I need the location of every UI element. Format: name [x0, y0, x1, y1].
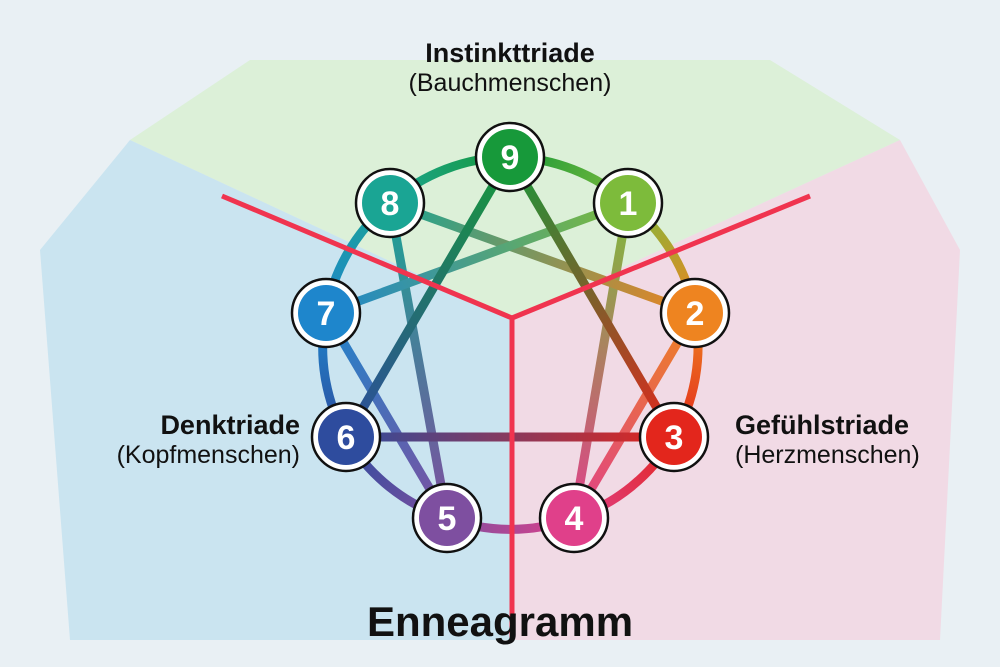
node-2: 2: [659, 277, 731, 349]
node-label: 1: [619, 185, 638, 223]
node-7: 7: [290, 277, 362, 349]
triad-subtitle: (Herzmenschen): [735, 441, 920, 470]
node-1: 1: [592, 167, 664, 239]
node-label: 6: [337, 419, 356, 457]
triad-label-feeling: Gefühlstriade (Herzmenschen): [735, 410, 975, 470]
node-label: 4: [565, 500, 584, 538]
node-3: 3: [638, 401, 710, 473]
divider-left: [221, 193, 513, 321]
divider-right: [511, 193, 811, 321]
connection-6-9: [341, 152, 515, 442]
node-6: 6: [310, 401, 382, 473]
wedge-thinking: [40, 140, 512, 640]
node-label: 2: [686, 295, 705, 333]
connection-2-8: [385, 198, 700, 318]
triad-label-thinking: Denktriade (Kopfmenschen): [60, 410, 300, 470]
connection-4-2: [569, 308, 700, 523]
triad-subtitle: (Kopfmenschen): [116, 441, 300, 470]
node-label: 9: [501, 139, 520, 177]
connection-7-1: [321, 198, 633, 318]
node-label: 7: [317, 295, 336, 333]
connection-5-7: [321, 308, 452, 523]
wedge-feeling: [512, 140, 960, 640]
node-label: 5: [438, 500, 457, 538]
connection-9-3: [505, 152, 679, 442]
triad-name: Instinkttriade: [425, 38, 595, 68]
triad-subtitle: (Bauchmenschen): [408, 69, 612, 98]
node-9: 9: [474, 121, 546, 193]
connection-8-5: [385, 198, 452, 523]
diagram-title: Enneagramm: [366, 598, 634, 645]
connection-1-4: [569, 198, 633, 523]
triad-name: Denktriade: [160, 410, 300, 440]
triad-name: Gefühlstriade: [735, 410, 910, 440]
node-label: 8: [381, 185, 400, 223]
node-4: 4: [538, 482, 610, 554]
triad-label-instinct: Instinkttriade (Bauchmenschen): [360, 38, 660, 98]
node-8: 8: [354, 167, 426, 239]
node-5: 5: [411, 482, 483, 554]
node-label: 3: [665, 419, 684, 457]
